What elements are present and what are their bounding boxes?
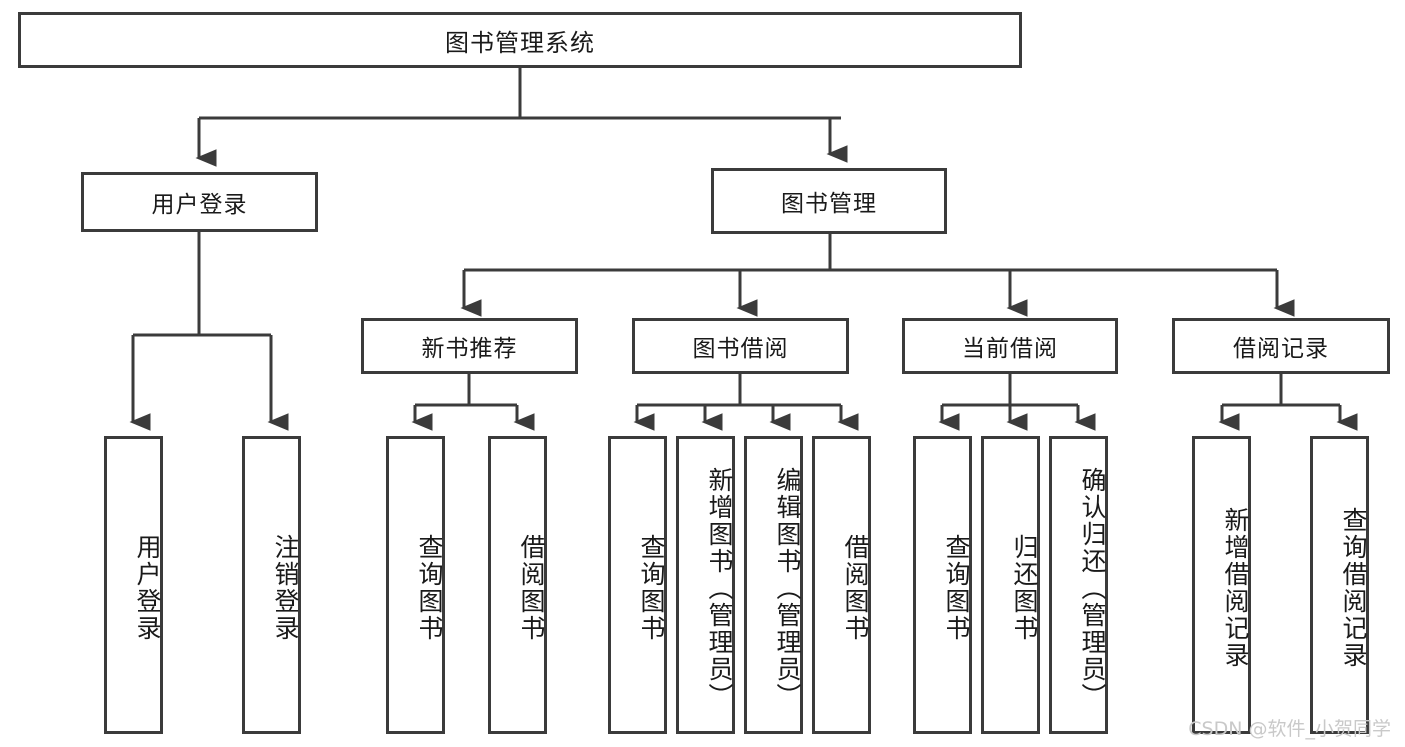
- node-label: 新增借阅记录: [1221, 507, 1250, 669]
- node-leaf-query-book-3[interactable]: 查询图书: [913, 436, 972, 734]
- node-current-borrow[interactable]: 当前借阅: [902, 318, 1118, 374]
- node-label: 用户登录: [133, 534, 162, 642]
- node-leaf-edit-book[interactable]: 编辑图书（管理员）: [744, 436, 803, 734]
- node-root-system[interactable]: 图书管理系统: [18, 12, 1022, 68]
- node-leaf-borrow-book-2[interactable]: 借阅图书: [812, 436, 871, 734]
- node-leaf-confirm-return[interactable]: 确认归还（管理员）: [1049, 436, 1108, 734]
- node-label: 当前借阅: [962, 336, 1058, 362]
- watermark-text: CSDN @软件_小贺同学: [1188, 718, 1391, 740]
- node-leaf-query-book-1[interactable]: 查询图书: [386, 436, 445, 734]
- node-leaf-borrow-book-1[interactable]: 借阅图书: [488, 436, 547, 734]
- node-label: 编辑图书（管理员）: [773, 466, 802, 710]
- node-label: 查询图书: [637, 534, 666, 642]
- node-label: 借阅图书: [517, 534, 546, 642]
- node-leaf-add-book[interactable]: 新增图书（管理员）: [676, 436, 735, 734]
- node-user-login[interactable]: 用户登录: [81, 172, 318, 232]
- node-leaf-query-record[interactable]: 查询借阅记录: [1310, 436, 1369, 734]
- node-leaf-user-login[interactable]: 用户登录: [104, 436, 163, 734]
- node-label: 借阅记录: [1233, 336, 1329, 362]
- node-leaf-add-record[interactable]: 新增借阅记录: [1192, 436, 1251, 734]
- node-label: 查询图书: [942, 534, 971, 642]
- node-leaf-logout-login[interactable]: 注销登录: [242, 436, 301, 734]
- node-book-borrow[interactable]: 图书借阅: [632, 318, 849, 374]
- node-label: 新增图书（管理员）: [705, 466, 734, 710]
- node-label: 图书管理系统: [445, 28, 595, 57]
- node-borrow-record[interactable]: 借阅记录: [1172, 318, 1390, 374]
- node-new-book-recommend[interactable]: 新书推荐: [361, 318, 578, 374]
- node-book-management[interactable]: 图书管理: [711, 168, 947, 234]
- node-label: 新书推荐: [421, 336, 518, 362]
- node-label: 用户登录: [151, 192, 248, 218]
- node-label: 注销登录: [271, 534, 300, 642]
- node-leaf-query-book-2[interactable]: 查询图书: [608, 436, 667, 734]
- node-label: 图书管理: [781, 191, 877, 217]
- node-label: 借阅图书: [841, 534, 870, 642]
- node-label: 归还图书: [1010, 534, 1039, 642]
- node-label: 图书借阅: [692, 336, 789, 362]
- node-label: 确认归还（管理员）: [1078, 466, 1107, 710]
- node-label: 查询图书: [415, 534, 444, 642]
- node-leaf-return-book[interactable]: 归还图书: [981, 436, 1040, 734]
- node-label: 查询借阅记录: [1339, 507, 1368, 669]
